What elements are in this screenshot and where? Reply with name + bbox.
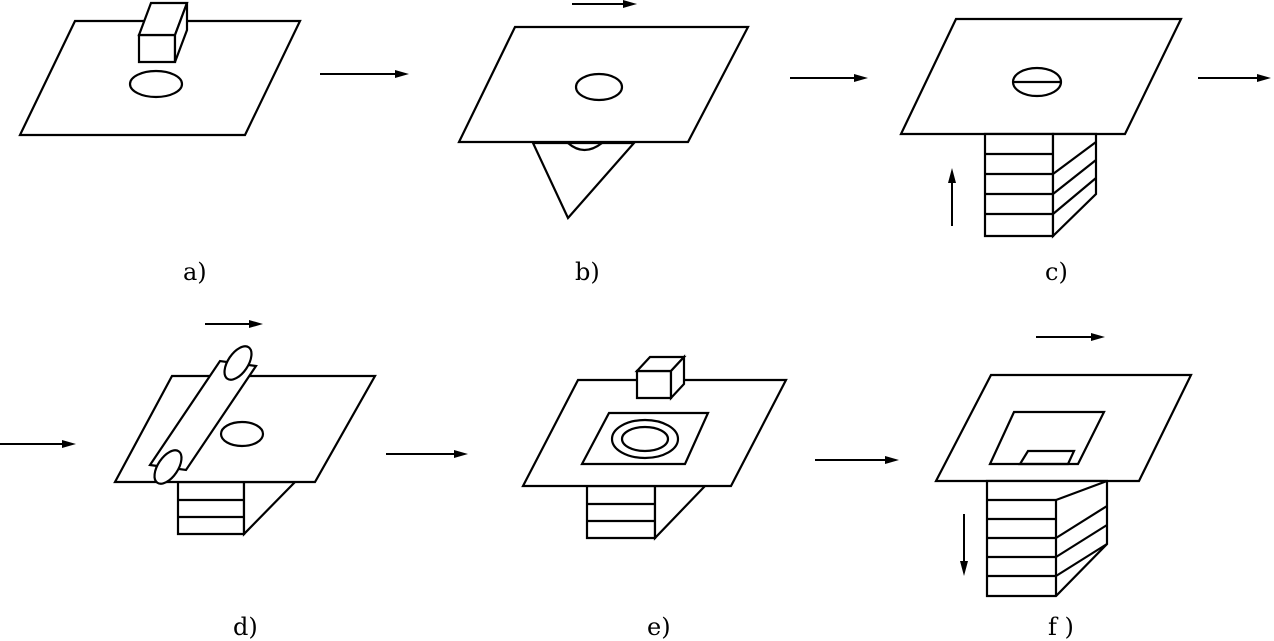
label-f: f ) [1048,613,1074,641]
label-c: c) [1045,258,1068,286]
die-triangle-b [531,141,637,220]
arrow-f-top [1036,333,1105,341]
label-d: d) [233,613,258,641]
arrow-c-up [948,168,956,226]
ring-inner-e [620,425,670,453]
die-stack-c [983,132,1098,239]
hole-outline-d [219,420,265,448]
punch-block-e [634,354,687,401]
arrow-b-top [572,0,637,8]
arrow-c-out [1198,74,1271,82]
arrow-f-down [960,514,968,576]
arrow-d-to-e [386,450,468,458]
panel-d [113,320,377,537]
arrow-e-to-f [815,456,899,464]
arrow-into-d [0,440,76,448]
panel-c [899,17,1183,239]
blank-plate-e [580,411,710,466]
die-cavity-b [567,142,603,152]
panel-b [457,0,750,220]
label-a: a) [183,258,207,286]
ring-outer-e [610,418,680,460]
roller-d [148,345,258,485]
die-stack-d [176,480,298,537]
hole-outline-a [128,69,184,99]
panel-a [18,1,302,137]
label-e: e) [647,613,671,641]
label-b: b) [575,258,600,286]
arrow-a-to-b [320,70,409,78]
punch-block-a [137,1,189,64]
sheet-c [899,17,1183,136]
hole-outline-b [574,72,624,102]
sheet-a [18,19,302,137]
arrow-b-to-c [790,74,868,82]
die-stack-e [585,484,708,541]
arrow-d-top [205,320,263,328]
die-stack-f [985,479,1109,598]
sheet-b [457,25,750,144]
sheet-f [934,373,1193,483]
square-cutout-f [988,410,1106,466]
panel-e [521,354,788,541]
panel-f [934,333,1193,598]
cutout-step-f [1018,449,1076,466]
